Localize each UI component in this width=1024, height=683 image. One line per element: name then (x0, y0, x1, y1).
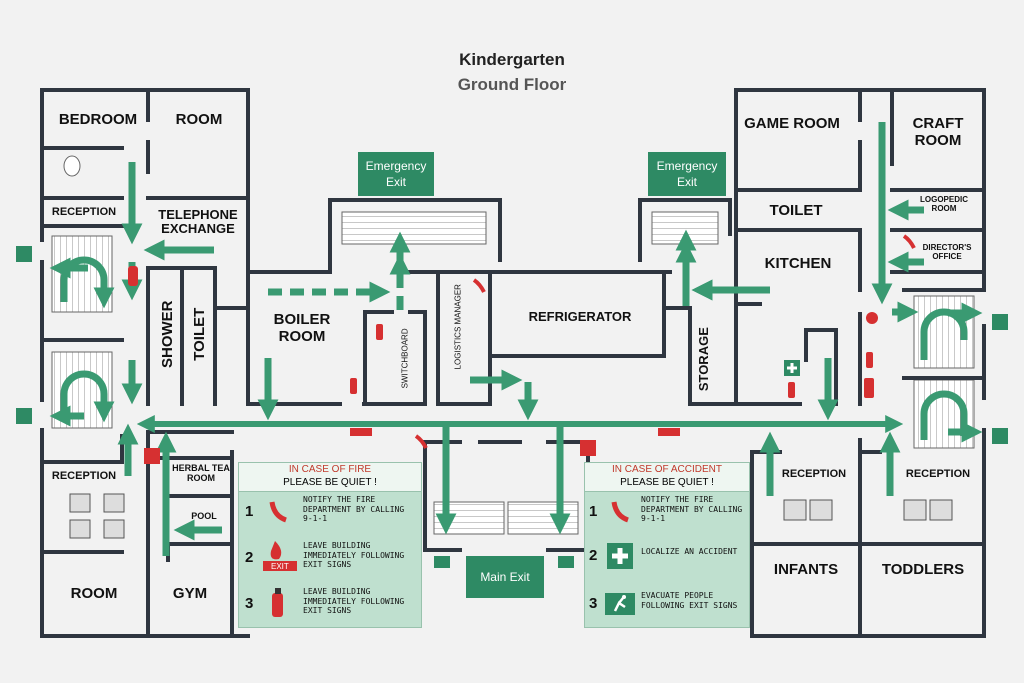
fire-exit-icon: EXIT (263, 541, 297, 571)
room-switchboard: SWITCHBOARD (400, 328, 410, 389)
room-telephone-exchange: TELEPHONE EXCHANGE (158, 207, 238, 237)
room-shower: SHOWER (158, 300, 176, 369)
toilet-fixture (63, 155, 81, 177)
room-infants: INFANTS (773, 561, 839, 578)
stairs-main-right (507, 501, 579, 535)
safety-equipment (128, 234, 916, 464)
fire-exit-text: EXIT (271, 562, 289, 571)
room-directors-office: DIRECTOR'S OFFICE (922, 243, 972, 261)
stairs-emergency-left (341, 211, 487, 245)
emergency-exit-right: Emergency Exit (648, 152, 726, 196)
accident-step-2-text: LOCALIZE AN ACCIDENT (641, 547, 738, 556)
room-bedroom: BEDROOM (58, 111, 138, 128)
fire-panel-head1: IN CASE OF FIRE (288, 464, 372, 475)
fire-instructions-panel: IN CASE OF FIRE PLEASE BE QUIET ! 1 NOTI… (238, 462, 422, 628)
room-refrigerator: REFRIGERATOR (528, 309, 632, 324)
walls (40, 88, 986, 638)
room-game: GAME ROOM (744, 115, 840, 132)
phone-icon (611, 501, 629, 523)
fire-step-1-text: NOTIFY THE FIRE DEPARTMENT BY CALLING 9-… (303, 495, 405, 523)
accident-panel-head2: PLEASE BE QUIET ! (620, 477, 714, 488)
extinguisher-icon (272, 588, 283, 617)
accident-instructions-panel: IN CASE OF ACCIDENT PLEASE BE QUIET ! 1 … (584, 462, 750, 628)
running-man-exit-icon (605, 593, 635, 615)
fire-panel-header: IN CASE OF FIRE PLEASE BE QUIET ! (239, 463, 421, 492)
fire-step-3-text: LEAVE BUILDING IMMEDIATELY FOLLOWING EXI… (303, 587, 405, 615)
room-reception-tl: RECEPTION (51, 206, 117, 218)
fire-step-2-text: LEAVE BUILDING IMMEDIATELY FOLLOWING EXI… (303, 541, 405, 569)
fire-panel-head2: PLEASE BE QUIET ! (283, 477, 377, 488)
accident-step-2-num: 2 (589, 547, 598, 564)
room-gym: GYM (172, 585, 208, 602)
main-exit: Main Exit (466, 556, 544, 598)
fire-step-2-num: 2 (245, 549, 254, 566)
room-reception-bl: RECEPTION (51, 470, 117, 482)
emergency-exit-left: Emergency Exit (358, 152, 434, 196)
accident-step-3-num: 3 (589, 595, 598, 612)
room-reception-br1: RECEPTION (781, 468, 847, 480)
exit-signs (16, 246, 1008, 568)
room-toddlers: TODDLERS (881, 561, 965, 578)
fire-step-3-num: 3 (245, 595, 254, 612)
room-bottom: ROOM (70, 585, 118, 602)
accident-panel-header: IN CASE OF ACCIDENT PLEASE BE QUIET ! (585, 463, 749, 492)
room-herbal-tea: HERBAL TEA ROOM (172, 463, 230, 483)
room-toilet-left: TOILET (190, 307, 208, 361)
room-pool: POOL (191, 511, 217, 521)
fire-step-1-num: 1 (245, 503, 254, 520)
plan-subtitle: Ground Floor (457, 75, 567, 94)
room-craft: CRAFT ROOM (912, 115, 964, 149)
room-kitchen: KITCHEN (764, 255, 832, 272)
room-logistics-manager: LOGISTICS MANAGER (453, 284, 463, 370)
room-storage: STORAGE (695, 327, 711, 392)
accident-step-1-num: 1 (589, 503, 598, 520)
sink-fixtures (69, 493, 953, 539)
accident-step-1-text: NOTIFY THE FIRE DEPARTMENT BY CALLING 9-… (641, 495, 743, 523)
room-boiler: BOILER ROOM (273, 311, 331, 345)
room-reception-br2: RECEPTION (905, 468, 971, 480)
phone-icon (269, 501, 287, 523)
accident-step-3-text: EVACUATE PEOPLE FOLLOWING EXIT SIGNS (641, 591, 738, 610)
room-top: ROOM (175, 111, 223, 128)
first-aid-icon (607, 543, 633, 569)
room-logopedic: LOGOPEDIC ROOM (919, 195, 968, 213)
plan-title: Kindergarten (459, 50, 565, 69)
accident-panel-head1: IN CASE OF ACCIDENT (611, 464, 722, 475)
room-toilet-right: TOILET (769, 202, 823, 219)
